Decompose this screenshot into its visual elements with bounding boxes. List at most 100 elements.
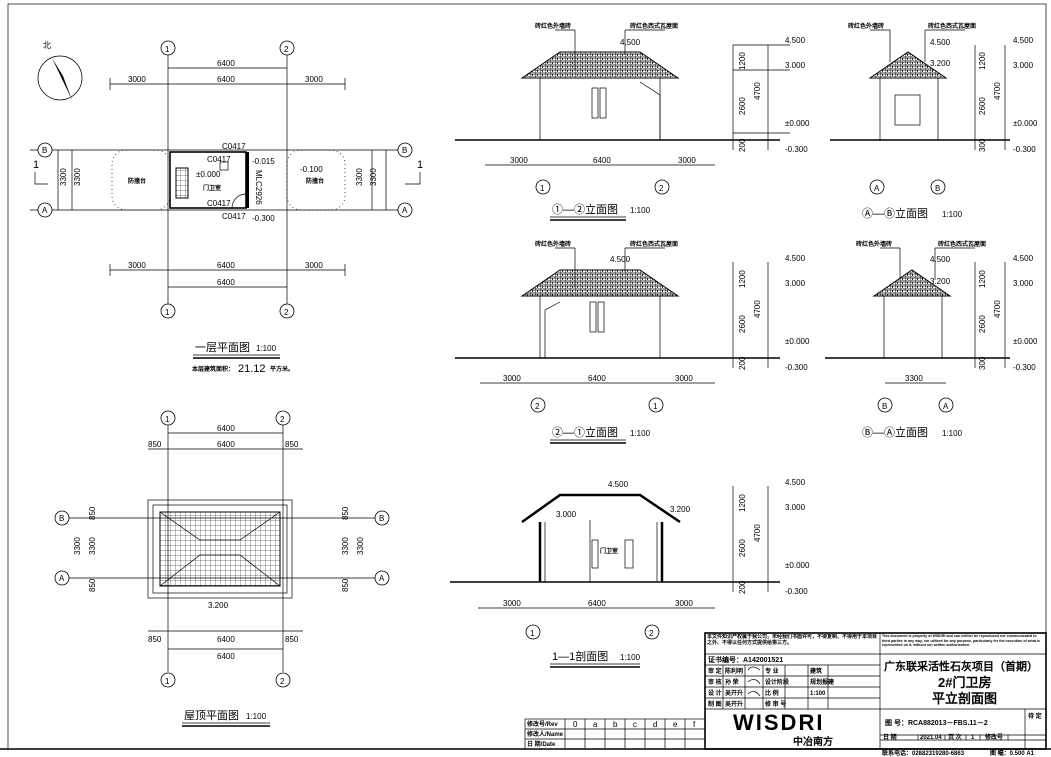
axis-bubble-circle bbox=[869, 179, 885, 195]
drawing-annotation: 1:100 bbox=[620, 653, 641, 662]
drawing-annotation: 6400 bbox=[217, 635, 235, 644]
building-name: 2#门卫房 bbox=[938, 675, 991, 690]
drawing-annotation: B bbox=[42, 146, 47, 155]
axis-bubble: A bbox=[869, 179, 885, 195]
drawing-annotation: A bbox=[874, 184, 880, 193]
drawing-annotation: 0 bbox=[573, 720, 578, 729]
axis-bubble-circle bbox=[160, 672, 176, 688]
drawing-annotation: 4.500 bbox=[930, 255, 951, 264]
elevation-B-A: 砖红色外墙砖 砖红色西式瓦屋面 4.500 3.200 3300 4.500 3… bbox=[825, 240, 1038, 439]
roof-plan-title: 屋顶平面图 bbox=[184, 709, 239, 722]
axis-bubble: A bbox=[938, 397, 954, 413]
drawing-annotation: 砖红色西式瓦屋面 bbox=[928, 22, 976, 30]
axis-bubble-circle bbox=[160, 303, 176, 319]
drawing-annotation: 3300 bbox=[369, 168, 378, 186]
drawing-annotation: 6400 bbox=[217, 261, 235, 270]
axis-bubble-circle bbox=[644, 624, 660, 640]
axis-bubble: A bbox=[37, 202, 53, 218]
drawing-annotation: 4.500 bbox=[1013, 36, 1034, 45]
drawing-annotation: ±0.000 bbox=[1013, 119, 1038, 128]
drawing-annotation: 孙 荣 bbox=[725, 678, 739, 686]
drawing-annotation: 建筑 bbox=[810, 667, 822, 675]
drawing-annotation: C0417 bbox=[222, 212, 246, 221]
axis-bubble-circle bbox=[54, 570, 70, 586]
axis-bubble-circle bbox=[279, 303, 295, 319]
drawing-annotation: Ⓐ—Ⓑ立面图 bbox=[862, 206, 928, 220]
drawing-line bbox=[747, 666, 761, 697]
drawing-annotation: 审 核 bbox=[708, 678, 722, 686]
drawing-line bbox=[732, 486, 769, 592]
drawing-annotation: -0.015 bbox=[252, 157, 275, 166]
drawing-annotation: 砖红色外墙砖 bbox=[535, 240, 571, 248]
drawing-annotation: 日 期/Date bbox=[527, 740, 556, 748]
drawing-annotation: 3000 bbox=[675, 599, 693, 608]
drawing-annotation: ±0.000 bbox=[1013, 337, 1038, 346]
drawing-line bbox=[30, 50, 400, 310]
drawing-annotation: 4.500 bbox=[608, 480, 629, 489]
drawing-annotation: 3300 bbox=[355, 168, 364, 186]
drawing-annotation: 吴开升 bbox=[725, 700, 743, 708]
drawing-annotation: 1 bbox=[165, 677, 170, 686]
drawing-annotation: 3300 bbox=[59, 168, 68, 186]
drawing-line bbox=[219, 161, 229, 171]
drawing-annotation: 4.500 bbox=[785, 478, 806, 487]
drawing-annotation: 门卫室 bbox=[600, 547, 618, 555]
drawing-line bbox=[520, 51, 680, 79]
axis-bubble: 2 bbox=[275, 672, 291, 688]
drawing-annotation: c bbox=[633, 720, 637, 729]
drawing-annotation: 日 期 bbox=[883, 733, 897, 741]
section-1-1: 4.500 3.000 3.200 门卫室 3000 6400 3000 1 2… bbox=[450, 478, 810, 668]
axis-bubble: A bbox=[397, 202, 413, 218]
drawing-annotation: MLC2926 bbox=[254, 170, 263, 205]
axis-bubble: 2 bbox=[275, 410, 291, 426]
drawing-annotation: 3300 bbox=[905, 374, 923, 383]
drawing-annotation: A bbox=[59, 574, 65, 583]
drawing-annotation: 砖红色西式瓦屋面 bbox=[938, 240, 986, 248]
drawing-annotation: 砖红色西式瓦屋面 bbox=[630, 22, 678, 30]
axis-bubble: 2 bbox=[279, 303, 295, 319]
drawing-annotation: 设计阶段 bbox=[765, 678, 789, 686]
drawing-annotation: ±0.000 bbox=[785, 337, 810, 346]
drawing-line bbox=[231, 193, 247, 209]
elevation-A-B: 砖红色外墙砖 砖红色西式瓦屋面 4.500 3.200 4.500 3.000 … bbox=[830, 22, 1038, 220]
drawing-annotation: 1200 bbox=[738, 494, 747, 512]
drawing-annotation: 2 bbox=[280, 415, 285, 424]
axis-bubble-circle bbox=[938, 397, 954, 413]
axis-bubble: B bbox=[877, 397, 893, 413]
drawing-annotation: ±0.000 bbox=[196, 170, 221, 179]
drawing-annotation: A bbox=[379, 574, 385, 583]
drawing-annotation: -0.300 bbox=[785, 587, 808, 596]
drawing-annotation: WISDRI bbox=[733, 710, 824, 735]
drawing-annotation: 审 定 bbox=[708, 667, 722, 675]
drawing-line bbox=[880, 247, 975, 280]
drawing-annotation: 门卫室 bbox=[203, 184, 221, 192]
drawing-annotation: 砖红色西式瓦屋面 bbox=[630, 240, 678, 248]
drawing-line bbox=[870, 29, 965, 62]
drawing-annotation: Ⓑ—Ⓐ立面图 bbox=[862, 425, 928, 439]
axis-bubble: 1 bbox=[525, 624, 541, 640]
axis-bubble: 1 bbox=[648, 397, 664, 413]
axis-bubble-circle bbox=[54, 510, 70, 526]
axis-bubble-circle bbox=[37, 142, 53, 158]
drawing-annotation: 1:100 bbox=[942, 429, 963, 438]
axis-bubble-circle bbox=[877, 397, 893, 413]
drawing-annotation: 砖红色外墙砖 bbox=[535, 22, 571, 30]
plan-scale: 1:100 bbox=[256, 344, 277, 353]
drawing-line bbox=[879, 77, 939, 141]
drawing-line bbox=[57, 150, 387, 210]
drawing-annotation: 专 业 bbox=[765, 667, 779, 675]
drawing-annotation: 300 bbox=[978, 356, 987, 370]
drawing-line bbox=[544, 520, 658, 582]
axis-bubble-circle bbox=[279, 40, 295, 56]
drawing-line bbox=[885, 262, 1006, 384]
drawing-line bbox=[597, 301, 605, 333]
drawing-line bbox=[34, 172, 421, 185]
axis-bubble-circle bbox=[374, 510, 390, 526]
drawing-annotation: 6400 bbox=[217, 59, 235, 68]
drawing-annotation: A bbox=[402, 206, 408, 215]
drawing-annotation: 1200 bbox=[738, 270, 747, 288]
axis-bubble: 1 bbox=[535, 179, 551, 195]
drawing-annotation: B bbox=[379, 514, 384, 523]
drawing-annotation: 3.200 bbox=[930, 277, 951, 286]
drawing-annotation: 3300 bbox=[88, 537, 97, 555]
